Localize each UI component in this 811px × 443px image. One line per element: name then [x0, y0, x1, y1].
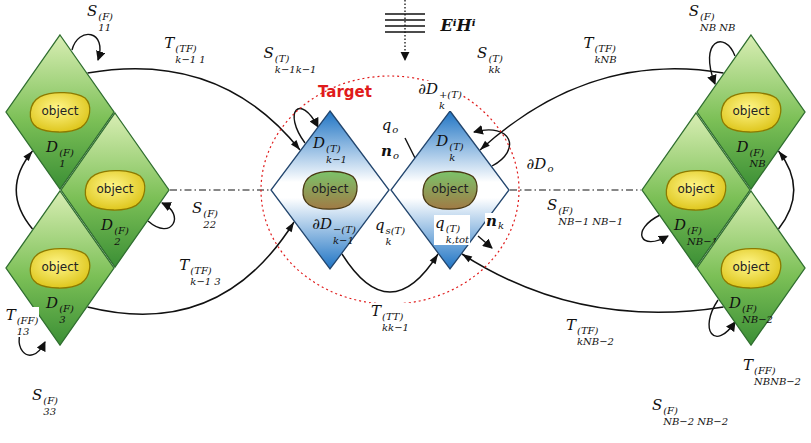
- object-blob: object: [82, 168, 148, 212]
- domain-label: ∂Dk−1−(T): [312, 216, 356, 247]
- target-diamond: Dk−1(T) ∂Dk−1−(T) object: [270, 110, 390, 270]
- domain-label: DNB−2(F): [729, 295, 773, 326]
- operator-label: Skk(T): [476, 45, 504, 76]
- operator-label: ∂Do: [526, 156, 555, 175]
- domain-label: Dk(T): [436, 133, 464, 164]
- connector-curve: [16, 151, 32, 229]
- domain-label: DNB−1(F): [674, 217, 718, 248]
- connector-label: TkNB−2(TF): [565, 317, 615, 348]
- blob-outline: [721, 249, 780, 288]
- connector-label: Tk−1 1(TF): [163, 35, 206, 66]
- domain-label: ∂Dk+(T): [417, 81, 463, 112]
- diamond-outline: [697, 191, 805, 345]
- object-blob: object: [420, 169, 480, 211]
- domain-label: D1(F): [46, 139, 74, 170]
- connector-curve: [342, 254, 438, 292]
- object-label: object: [42, 105, 79, 118]
- arrow-head: [23, 151, 32, 161]
- transfer-connector: [779, 151, 794, 229]
- self-loop-arrow: [19, 34, 735, 355]
- diamond-outline: [391, 111, 509, 269]
- operator-label: SNB NB(F): [688, 3, 737, 34]
- target-region: TargetDk−1(T)∂Dk−1−(T)objectDk(T)∂Dk+(T)…: [260, 75, 520, 305]
- domain-label: D2(F): [101, 217, 129, 248]
- target-diamond: Dk(T)∂Dk+(T)object: [390, 110, 510, 270]
- blob-outline: [423, 171, 477, 209]
- operator-label: qks(T): [374, 217, 406, 248]
- operator-label: qk,tot(T): [434, 215, 470, 246]
- blob-outline: [721, 93, 780, 132]
- operator-label: S11(F): [86, 3, 114, 34]
- blob-outline: [85, 171, 144, 210]
- object-label: object: [97, 183, 134, 196]
- connector-label: Tkk−1(TT): [370, 303, 410, 334]
- object-label: object: [42, 261, 79, 274]
- operator-label: SNB−2 NB−2(F): [651, 397, 729, 428]
- object-blob: object: [718, 90, 784, 134]
- field-label: EⁱHⁱ: [441, 17, 476, 35]
- arrow-head: [462, 254, 472, 262]
- operator-label: qo: [381, 117, 400, 136]
- operator-label: SNB−1 NB−1(F): [546, 197, 624, 228]
- operator-label: S33(F): [31, 387, 59, 418]
- arrow-head: [480, 141, 490, 150]
- object-blob: object: [300, 169, 360, 211]
- connector-curve: [779, 151, 794, 229]
- blob-outline: [30, 93, 89, 132]
- connector-label: TNBNB−2(FF): [742, 357, 802, 388]
- diamond-outline: [6, 191, 114, 345]
- object-label: object: [678, 183, 715, 196]
- connector-curve: [88, 222, 295, 314]
- blob-outline: [303, 171, 357, 209]
- domain-diamond: DNB−2(F) object: [696, 190, 806, 346]
- connector-label: Tk−1 3(TF): [178, 257, 221, 288]
- connector-curve: [462, 254, 724, 312]
- transfer-connector: [462, 254, 724, 312]
- region-title: Target: [318, 84, 372, 101]
- operator-label: Sk−1k−1(T): [263, 45, 318, 76]
- connector-label: T13(FF): [5, 307, 40, 338]
- domain-label: DNB(F): [736, 139, 765, 170]
- object-blob: object: [27, 246, 93, 290]
- transfer-connector: [88, 222, 295, 314]
- object-blob: object: [27, 90, 93, 134]
- object-blob: object: [718, 246, 784, 290]
- domain-label: D3(F): [46, 295, 74, 326]
- connector-label: TkNB(TF): [582, 35, 617, 66]
- blob-outline: [30, 249, 89, 288]
- transfer-connector: [16, 151, 32, 229]
- operator-label: S22(F): [191, 200, 219, 231]
- blob-outline: [666, 171, 725, 210]
- object-label: object: [432, 183, 469, 196]
- object-label: object: [733, 105, 770, 118]
- operator-label: no: [380, 143, 400, 162]
- object-blob: object: [663, 168, 729, 212]
- diamond-outline: [271, 111, 389, 269]
- transfer-connector: [342, 254, 438, 292]
- object-label: object: [733, 261, 770, 274]
- arrow-head: [291, 140, 300, 150]
- arrow-head: [779, 151, 788, 161]
- target-outline: [261, 76, 519, 304]
- domain-label: Dk−1(T): [313, 135, 347, 166]
- object-label: object: [312, 183, 349, 196]
- operator-label: nk: [485, 213, 505, 232]
- arrow-head: [286, 222, 294, 232]
- incident-wave-source: [385, 0, 425, 60]
- arrow-head: [430, 254, 438, 264]
